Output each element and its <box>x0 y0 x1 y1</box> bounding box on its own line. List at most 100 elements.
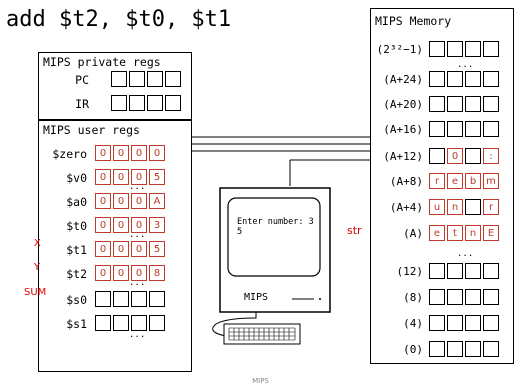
register-label-ir: IR <box>49 97 89 111</box>
user-regs-panel: MIPS user regs $zero0000$v00005$a0000A$t… <box>38 120 192 372</box>
cell: 0 <box>95 241 111 257</box>
cell-value <box>448 122 462 136</box>
cell: 0 <box>113 241 129 257</box>
cell: 0 <box>113 265 129 281</box>
cell: 0 <box>95 193 111 209</box>
computer-terminal <box>196 184 336 354</box>
cell <box>429 148 445 164</box>
cell-value <box>150 292 164 306</box>
cell-value <box>448 72 462 86</box>
cell <box>483 71 499 87</box>
cell <box>95 315 111 331</box>
cell <box>111 71 127 87</box>
cell: 8 <box>149 265 165 281</box>
cell-value: 0 <box>132 146 146 160</box>
cell-value <box>430 316 444 330</box>
cell: t <box>447 225 463 241</box>
cell <box>483 289 499 305</box>
cell <box>147 95 163 111</box>
cell-value <box>466 72 480 86</box>
cell-value <box>484 316 498 330</box>
cell: e <box>447 173 463 189</box>
memory-address-label: (A+24) <box>371 73 423 86</box>
memory-title: MIPS Memory <box>375 14 451 28</box>
cell: b <box>465 173 481 189</box>
cell <box>447 121 463 137</box>
cell <box>165 95 181 111</box>
cell-value: 0 <box>96 146 110 160</box>
caption: MIPS <box>0 377 521 385</box>
cell <box>465 263 481 279</box>
cell-value: 0 <box>96 242 110 256</box>
cell: m <box>483 173 499 189</box>
cell <box>429 263 445 279</box>
keyboard <box>224 324 300 344</box>
cell-value: 0 <box>96 170 110 184</box>
memory-panel: MIPS Memory (2³²−1) ... ... (A+24)(A+20)… <box>370 8 514 364</box>
private-regs-title: MIPS private regs <box>43 55 161 69</box>
cell-value <box>448 290 462 304</box>
register-ellipsis: ... <box>129 183 145 192</box>
cell-value <box>466 290 480 304</box>
cell <box>465 71 481 87</box>
cell <box>447 263 463 279</box>
cell-value: 0 <box>448 149 462 163</box>
cell-value: m <box>484 174 498 188</box>
register-label: $t2 <box>43 267 87 281</box>
cell-value <box>484 72 498 86</box>
cell-value <box>466 149 480 163</box>
cell <box>429 341 445 357</box>
cell <box>483 96 499 112</box>
cell <box>447 71 463 87</box>
cell <box>429 315 445 331</box>
cell: 0 <box>113 193 129 209</box>
cell-value: : <box>484 149 498 163</box>
cell <box>95 291 111 307</box>
memory-address-label: (A) <box>371 227 423 240</box>
cell: 0 <box>95 265 111 281</box>
cell-value <box>430 97 444 111</box>
cell-value <box>466 342 480 356</box>
cell <box>429 41 445 57</box>
register-label: $s0 <box>43 293 87 307</box>
cell <box>465 121 481 137</box>
cell-value: E <box>484 226 498 240</box>
cell <box>465 148 481 164</box>
cell <box>483 41 499 57</box>
cell-value: 0 <box>132 242 146 256</box>
cell-value: 0 <box>114 146 128 160</box>
cell-value: 0 <box>96 194 110 208</box>
cell-value: 0 <box>114 266 128 280</box>
cell <box>129 71 145 87</box>
cell-value <box>484 122 498 136</box>
cell-value <box>96 292 110 306</box>
cell: : <box>483 148 499 164</box>
cell-value: 3 <box>150 218 164 232</box>
cell <box>429 71 445 87</box>
register-ellipsis: ... <box>129 331 145 340</box>
cell: 0 <box>95 169 111 185</box>
cell-value <box>466 97 480 111</box>
cell <box>465 96 481 112</box>
register-ellipsis: ... <box>129 231 145 240</box>
cell-value <box>466 122 480 136</box>
cell-value <box>132 316 146 330</box>
private-regs-panel: MIPS private regs PC IR <box>38 52 192 120</box>
memory-address-label: (4) <box>371 317 423 330</box>
cell-value <box>114 316 128 330</box>
variable-label: SUM <box>24 287 46 298</box>
cell: 0 <box>149 145 165 161</box>
cell-value <box>448 342 462 356</box>
memory-ellipsis-top: ... <box>457 61 473 70</box>
register-ellipsis: ... <box>129 279 145 288</box>
cell <box>429 121 445 137</box>
user-regs-title: MIPS user regs <box>43 123 140 137</box>
cell-value <box>132 292 146 306</box>
cell-value <box>430 342 444 356</box>
cell-value: 0 <box>96 266 110 280</box>
cell-value <box>448 42 462 56</box>
memory-address-label: (A+16) <box>371 123 423 136</box>
cell <box>447 289 463 305</box>
cell: n <box>465 225 481 241</box>
cell <box>149 315 165 331</box>
